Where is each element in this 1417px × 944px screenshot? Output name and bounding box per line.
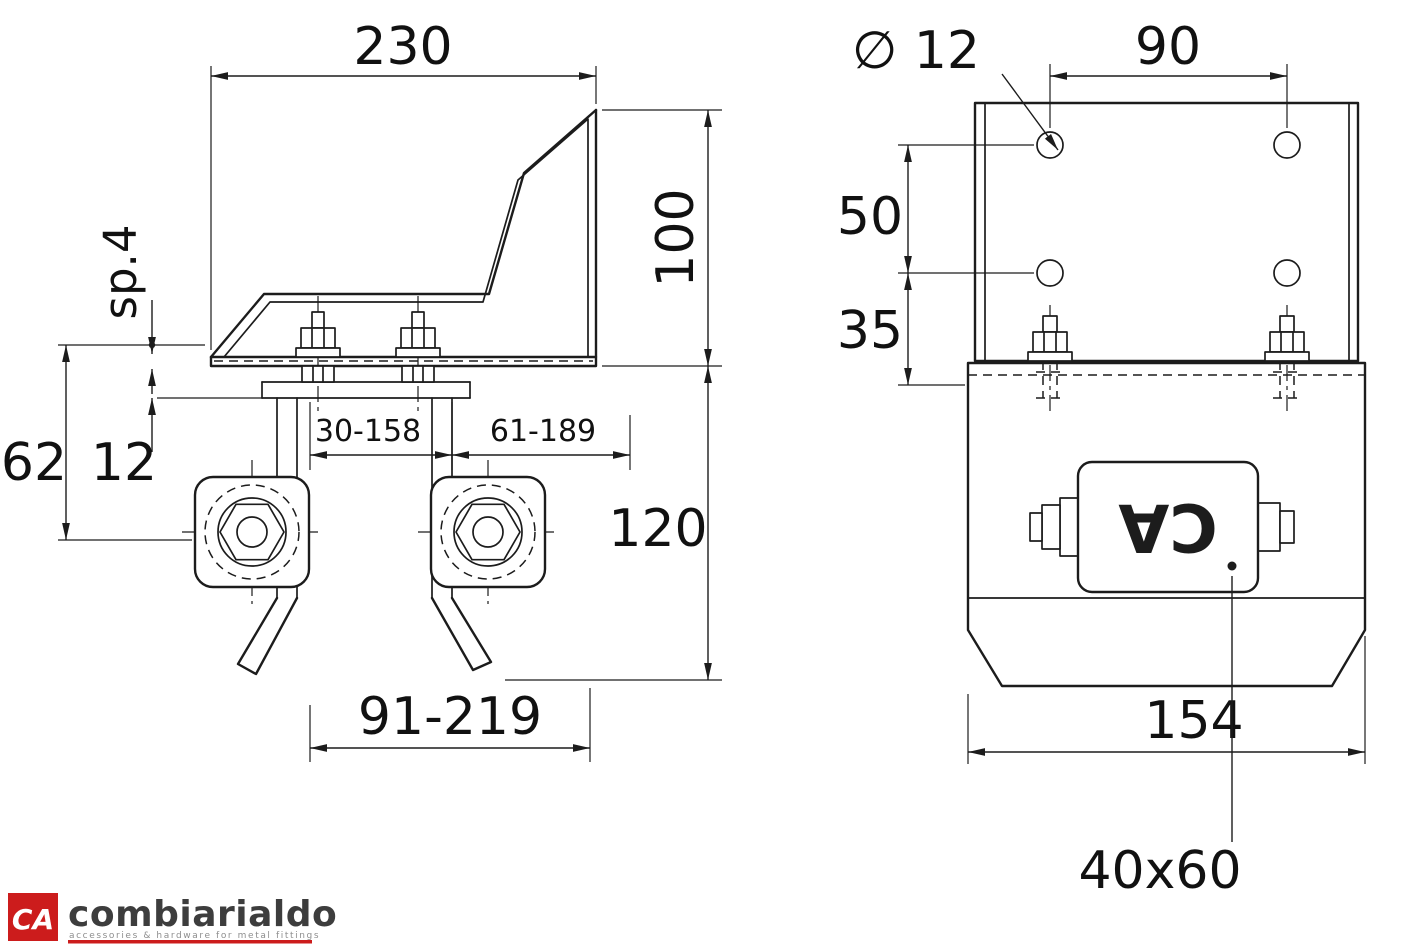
dim-label-120: 120 [608, 499, 707, 559]
flange-bolt-left [295, 296, 341, 414]
logo-badge-text: CA [12, 903, 54, 936]
dim-label-154: 154 [1144, 691, 1243, 751]
brand-logo: CA combiarialdo accessories & hardware f… [8, 893, 337, 944]
dim-label-90: 90 [1135, 17, 1201, 77]
logo-badge [8, 893, 58, 941]
dim-30-158: 30-158 [309, 402, 453, 470]
dim-40x60: 40x60 [1078, 576, 1242, 901]
dim-hole-dia: ∅ 12 [852, 21, 1059, 151]
dim-62: 62 [1, 344, 205, 541]
dim-label-hole-dia: ∅ 12 [852, 21, 980, 81]
dim-61-189: 61-189 [452, 414, 631, 470]
hole-top-left [1036, 131, 1064, 159]
dim-50: 50 [837, 144, 1034, 274]
hole-top-right [1273, 131, 1301, 159]
reference-dot [1227, 561, 1237, 571]
dim-label-62: 62 [1, 433, 67, 493]
dim-label-30-158: 30-158 [315, 414, 421, 449]
dim-label-35: 35 [837, 301, 903, 361]
dim-label-12: 12 [91, 433, 157, 493]
roller-unit: CA [1029, 460, 1295, 594]
dim-90: 90 [1049, 17, 1288, 128]
dim-label-sp4: sp.4 [94, 225, 147, 320]
flange-bolt-right [395, 296, 441, 414]
ca-plate-logo: CA [1118, 489, 1218, 566]
dim-35: 35 [837, 273, 965, 386]
front-bolt-left [1027, 305, 1073, 412]
hole-bottom-right [1273, 259, 1301, 287]
right-view: CA ∅ 12 90 50 35 [837, 17, 1367, 901]
dim-label-40x60: 40x60 [1078, 841, 1241, 901]
dim-label-230: 230 [353, 17, 452, 77]
dim-label-100: 100 [646, 188, 706, 287]
dim-label-50: 50 [837, 187, 903, 247]
dim-sp4: sp.4 [94, 225, 156, 394]
left-view: 230 100 sp.4 62 12 [1, 17, 722, 762]
front-bolt-right [1264, 305, 1310, 412]
dim-12: 12 [91, 397, 262, 493]
axle-end-right [1279, 510, 1295, 544]
brand-underline [68, 940, 312, 944]
hole-bottom-left [1036, 259, 1064, 287]
dim-154: 154 [967, 636, 1366, 764]
dim-230: 230 [210, 17, 597, 350]
hanger-plate [261, 381, 471, 399]
dim-100: 100 [602, 109, 722, 367]
axle-nut-left [1041, 504, 1061, 550]
roller-left [182, 460, 322, 604]
dim-91-219: 91-219 [309, 687, 591, 762]
dim-label-61-189: 61-189 [490, 414, 596, 449]
dim-label-91-219: 91-219 [358, 687, 542, 747]
brand-tagline: accessories & hardware for metal fitting… [69, 931, 320, 941]
dim-120: 120 [505, 366, 722, 681]
roller-right [418, 460, 558, 604]
ca-plate [1076, 460, 1260, 594]
brand-name: combiarialdo [68, 894, 337, 935]
upper-bracket [973, 101, 1360, 363]
